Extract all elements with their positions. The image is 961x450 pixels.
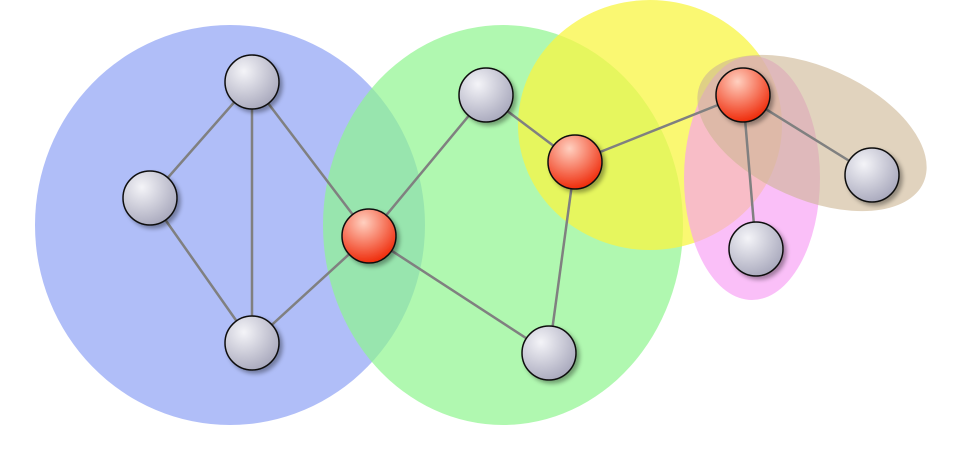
node-n3 [224, 315, 280, 371]
community-blue [35, 25, 425, 425]
edge-n7-n6 [547, 161, 577, 354]
node-n9 [728, 221, 784, 277]
node-n10 [844, 147, 900, 203]
edge-n1-n4 [251, 81, 370, 237]
node-n5 [458, 67, 514, 123]
overlap-node-n4 [341, 208, 397, 264]
node-n1 [224, 54, 280, 110]
node-n6 [521, 325, 577, 381]
edge-n4-n5 [368, 94, 487, 237]
overlap-node-n7 [547, 134, 603, 190]
nodes [122, 54, 900, 381]
overlap-node-n8 [715, 67, 771, 123]
edge-n2-n3 [148, 197, 254, 344]
node-n2 [122, 170, 178, 226]
edge-n4-n6 [368, 234, 550, 355]
edge-n7-n8 [574, 93, 744, 164]
